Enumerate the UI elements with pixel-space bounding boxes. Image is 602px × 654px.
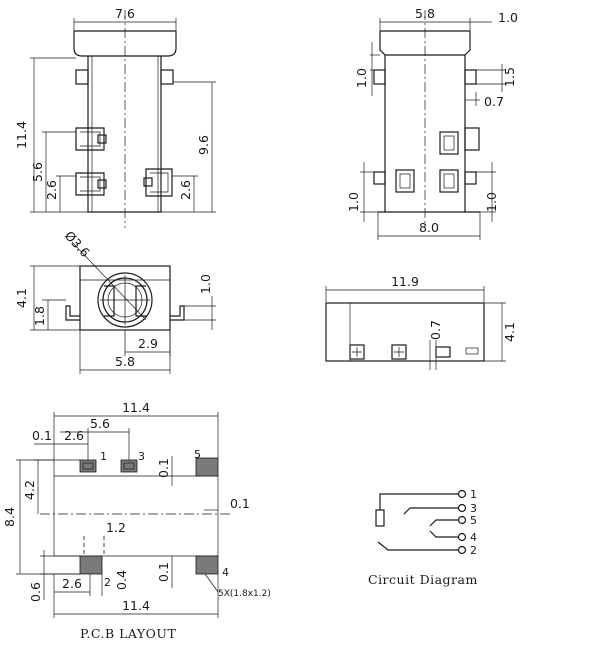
circuit-pin-label: 5	[470, 514, 477, 527]
pcb-pad-note: 5X(1.8x1.2)	[218, 589, 271, 599]
jack-width-label: 5.8	[115, 354, 135, 369]
bottom-pin-width-label: 0.7	[428, 320, 443, 340]
jack-height-label: 4.1	[14, 288, 29, 308]
pcb-bottom-gap-label: 0.1	[156, 562, 171, 582]
pcb-pin-label: 1	[100, 450, 107, 463]
pcb-pad-offset-label: 0.4	[114, 570, 129, 590]
circuit-pin-label: 2	[470, 544, 477, 557]
pcb-pad-1	[79, 459, 97, 473]
front-view: 7.6 11.4 5.6 2.6 9.6 2.6	[14, 6, 216, 228]
pcb-pin-label: 2	[104, 576, 111, 589]
pcb-caption: P.C.B LAYOUT	[80, 626, 176, 641]
pcb-half-height-label: 4.2	[22, 480, 37, 500]
jack-top-gap-label: 1.0	[198, 274, 213, 294]
pcb-pad-4	[195, 555, 219, 575]
pcb-edge-offset-label: 0.1	[32, 428, 52, 443]
pcb-pin-label: 4	[222, 566, 229, 579]
front-body-height-label: 9.6	[196, 135, 211, 155]
side-gap-label: 0.7	[484, 94, 504, 109]
side-foot-left-label: 1.0	[346, 192, 361, 212]
pcb-pad-5	[195, 457, 219, 477]
pcb-layout: 1 3 5 2 4 11.4 5.6 0.1 2.6 8.4 4.2 1.2 0…	[2, 400, 271, 641]
circuit-pin-label: 4	[470, 531, 477, 544]
pcb-top-width-label: 11.4	[122, 400, 150, 415]
front-low-right-label: 2.6	[178, 180, 193, 200]
circuit-pin-label: 1	[470, 488, 477, 501]
jack-foot-height-label: 1.8	[32, 306, 47, 326]
pcb-pad-2	[79, 555, 103, 575]
pcb-top-gap-label: 0.1	[156, 458, 171, 478]
pcb-height-label: 8.4	[2, 507, 17, 527]
front-width-label: 7.6	[115, 6, 135, 21]
circuit-pin-label: 3	[470, 502, 477, 515]
side-width-label: 5.8	[415, 6, 435, 21]
bottom-length-label: 11.9	[391, 274, 419, 289]
side-top-offset-label: 1.0	[354, 68, 369, 88]
pcb-pad-3	[120, 459, 138, 473]
pcb-bottom-pitch-label: 2.6	[62, 576, 82, 591]
front-height-label: 11.4	[14, 121, 29, 149]
pcb-bottom-edge-label: 0.6	[28, 582, 43, 602]
side-tab-width-label: 1.0	[498, 10, 518, 25]
front-pin-height-label: 5.6	[30, 162, 45, 182]
jack-offset-label: 2.9	[138, 336, 158, 351]
pcb-center-gap-label: 1.2	[106, 520, 126, 535]
circuit-diagram: 1 3 5 4 2 Circuit Diagram	[368, 488, 478, 587]
pcb-pitch-label: 5.6	[90, 416, 110, 431]
pcb-bottom-width-label: 11.4	[122, 598, 150, 613]
pcb-pin-label: 3	[138, 450, 145, 463]
side-tab-height-label: 1.5	[502, 67, 517, 87]
side-base-width-label: 8.0	[419, 220, 439, 235]
bottom-view: 11.9 4.1 0.7	[325, 274, 517, 370]
jack-diameter-label: Ø3.6	[62, 228, 93, 260]
side-foot-right-label: 1.0	[484, 192, 499, 212]
front-low-left-label: 2.6	[44, 180, 59, 200]
bottom-height-label: 4.1	[502, 322, 517, 342]
pcb-right-gap-label: 0.1	[230, 496, 250, 511]
circuit-caption: Circuit Diagram	[368, 572, 478, 587]
pcb-pin-label: 5	[194, 448, 201, 461]
jack-front-view: Ø3.6 4.1 1.8 1.0 2.9 5.8	[14, 228, 216, 374]
pcb-small-pitch-label: 2.6	[64, 428, 84, 443]
side-view: 5.8 1.0 1.0 1.5 0.7 1.0 1.0 8.0	[346, 6, 518, 240]
